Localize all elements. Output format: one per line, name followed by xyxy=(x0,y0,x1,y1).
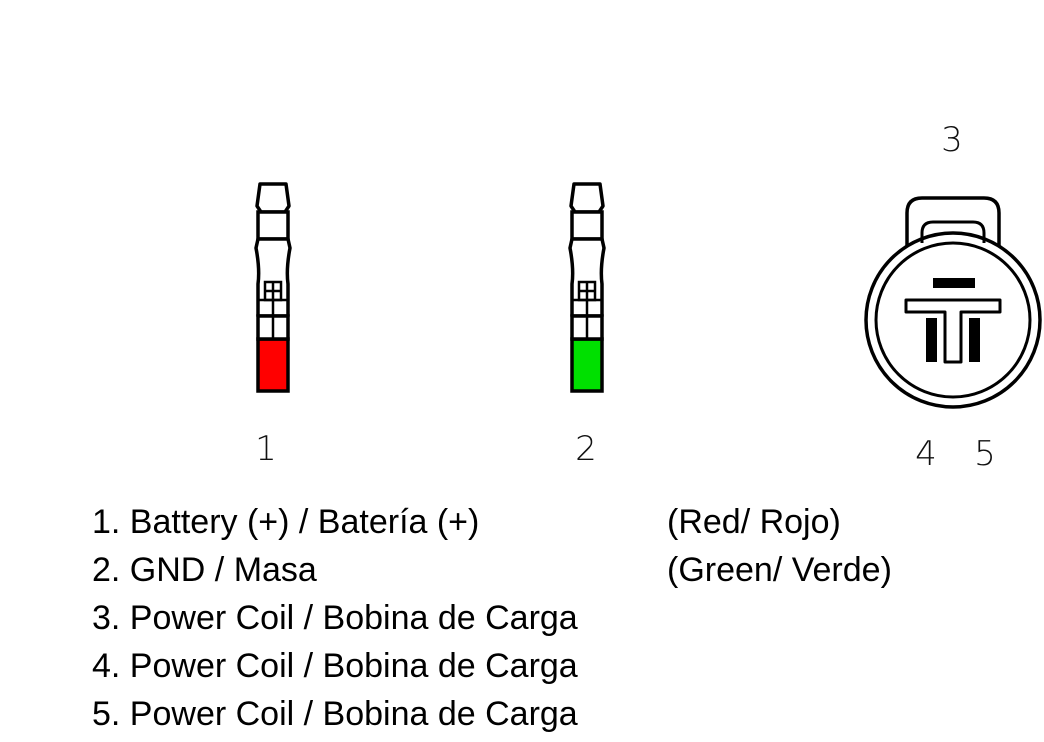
legend-item-3: 3. Power Coil / Bobina de Carga xyxy=(92,598,578,646)
pin-legend: 1. Battery (+) / Batería (+) (Red/ Rojo)… xyxy=(92,502,892,742)
pin-2-label: 2 xyxy=(575,429,597,469)
three-pin-connector xyxy=(864,196,1042,409)
legend-item-color: (Green/ Verde) xyxy=(667,551,892,589)
wire-2-green xyxy=(570,337,604,393)
legend-item-color: (Red/ Rojo) xyxy=(667,503,841,541)
pin-5-label: 5 xyxy=(974,434,996,474)
pin-1-label: 1 xyxy=(255,429,277,469)
legend-item-text: 4. Power Coil / Bobina de Carga xyxy=(92,647,578,685)
legend-item-text: 1. Battery (+) / Batería (+) xyxy=(92,503,480,541)
pin-4-label: 4 xyxy=(915,434,937,474)
legend-item-4: 4. Power Coil / Bobina de Carga xyxy=(92,646,578,694)
wire-1-red xyxy=(256,337,290,393)
pin-5-blade xyxy=(969,318,980,362)
pin-3-label: 3 xyxy=(941,120,963,160)
legend-item-1: 1. Battery (+) / Batería (+) (Red/ Rojo) xyxy=(92,502,841,550)
legend-item-text: 5. Power Coil / Bobina de Carga xyxy=(92,695,578,733)
legend-item-5: 5. Power Coil / Bobina de Carga xyxy=(92,694,578,742)
pin-3-blade xyxy=(933,278,975,288)
pin-4-blade xyxy=(926,318,937,362)
terminal-2 xyxy=(568,182,606,393)
legend-item-2: 2. GND / Masa (Green/ Verde) xyxy=(92,550,892,598)
legend-item-text: 2. GND / Masa xyxy=(92,551,317,589)
legend-item-text: 3. Power Coil / Bobina de Carga xyxy=(92,599,578,637)
terminal-1 xyxy=(254,182,292,393)
